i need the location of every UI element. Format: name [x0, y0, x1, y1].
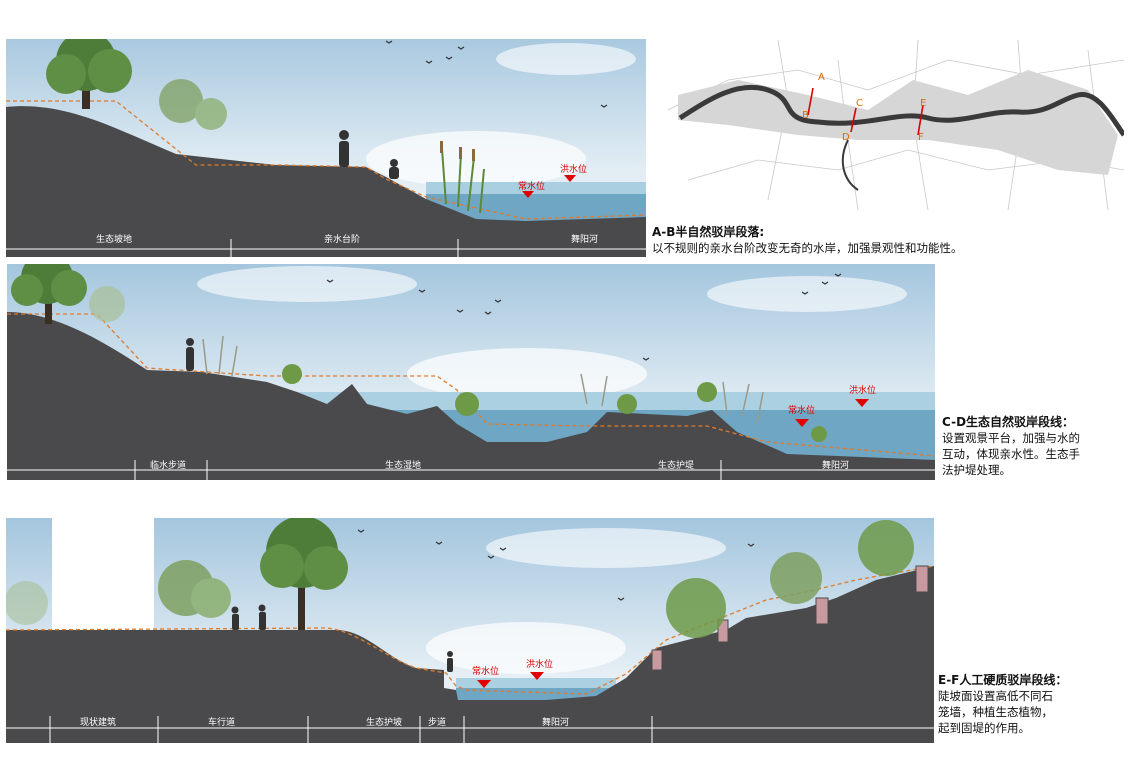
location-map: A B C D E F [668, 40, 1124, 210]
section-cd-description: C-D生态自然驳岸段线： 设置观景平台，加强与水的 互动，体现亲水性。生态手 法… [942, 414, 1132, 478]
tree [46, 39, 132, 109]
tree [159, 79, 227, 130]
section-cd-panel: 常水位 洪水位 临水步道 生态湿地 生态护堤 舞阳河 [7, 264, 935, 480]
flood-level-label: 洪水位 [849, 384, 876, 396]
river [678, 84, 1124, 137]
section-cd-body-line: 设置观景平台，加强与水的 [942, 431, 1080, 445]
tree [260, 518, 348, 630]
zone-label: 舞阳河 [571, 233, 598, 245]
birds [326, 273, 842, 361]
design-dash-line [6, 565, 934, 695]
section-cd-body-line: 互动，体现亲水性。生态手 [942, 447, 1080, 461]
zone-label: 生态护坡 [366, 716, 402, 728]
reed-heads [440, 141, 475, 161]
section-ab-title: A-B半自然驳岸段落: [652, 225, 765, 239]
zone-label: 临水步道 [150, 459, 186, 471]
zone-label: 现状建筑 [80, 716, 116, 728]
zone-label: 生态湿地 [385, 459, 421, 471]
section-arrows [807, 87, 924, 136]
section-ab-panel: 常水位 洪水位 生态坡地 亲水台阶 舞阳河 [6, 39, 646, 257]
zone-label: 舞阳河 [822, 459, 849, 471]
section-ef-panel: 常水位 洪水位 现状建筑 车行道 生态护坡 步道 舞阳河 [6, 518, 934, 743]
ground-profile [6, 566, 934, 743]
reeds [441, 148, 485, 214]
map-marker: E [920, 98, 926, 109]
existing-building [52, 518, 154, 630]
river-water-surface [287, 392, 935, 410]
flood-level-label: 洪水位 [560, 163, 587, 175]
birds [357, 529, 755, 601]
person-silhouette [186, 338, 194, 371]
river-water-surface [456, 678, 616, 688]
reeds [202, 335, 764, 425]
section-ef-body-line: 起到固堤的作用。 [938, 721, 1030, 735]
section-ab-body: 以不规则的亲水台阶改变无奇的水岸，加强景观性和功能性。 [652, 241, 963, 255]
flood-level-marker [855, 399, 869, 407]
urban-area [678, 70, 1118, 175]
person-silhouette [231, 604, 453, 672]
section-ef-title: E-F人工硬质驳岸段线： [938, 673, 1068, 687]
section-ef-body-line: 陡坡面设置高低不同石 [938, 689, 1053, 703]
normal-level-marker [522, 191, 534, 198]
zone-label: 亲水台阶 [324, 233, 360, 245]
normal-level-marker [795, 419, 809, 427]
normal-level-label: 常水位 [788, 404, 815, 416]
zone-label: 生态坡地 [96, 233, 132, 245]
person-silhouette [339, 130, 399, 179]
ground-profile [7, 312, 935, 480]
zone-label: 步道 [428, 716, 446, 728]
flood-level-label: 洪水位 [526, 658, 553, 670]
map-marker: B [802, 110, 809, 121]
shrubs [282, 364, 827, 442]
section-ef-body-line: 笼墙，种植生态植物， [938, 705, 1053, 719]
design-dash-line [7, 313, 935, 457]
zone-label: 车行道 [208, 716, 235, 728]
normal-level-label: 常水位 [472, 665, 499, 677]
zone-label: 舞阳河 [542, 716, 569, 728]
zone-label: 生态护堤 [658, 459, 694, 471]
map-marker: C [856, 98, 863, 109]
section-cd-body-line: 法护堤处理。 [942, 463, 1011, 477]
map-marker: F [918, 132, 924, 143]
map-marker: A [818, 72, 825, 83]
section-ef-description: E-F人工硬质驳岸段线： 陡坡面设置高低不同石 笼墙，种植生态植物， 起到固堤的… [938, 672, 1133, 736]
normal-level-label: 常水位 [518, 180, 545, 192]
flood-level-marker [530, 672, 544, 680]
normal-level-marker [477, 680, 491, 688]
cloud [426, 622, 626, 674]
section-cd-title: C-D生态自然驳岸段线： [942, 415, 1075, 429]
gabion-wall [651, 565, 929, 671]
cloud [407, 348, 647, 400]
cloud [707, 276, 907, 312]
section-ab-description: A-B半自然驳岸段落: 以不规则的亲水台阶改变无奇的水岸，加强景观性和功能性。 [652, 224, 1132, 256]
tree [11, 264, 125, 324]
map-marker: D [842, 132, 850, 143]
cloud [366, 131, 586, 187]
cloud [197, 266, 417, 302]
flood-level-marker [564, 175, 576, 182]
tributary [841, 139, 859, 191]
ground-profile [6, 106, 646, 257]
cloud [486, 528, 726, 568]
tree [6, 520, 914, 638]
cloud [496, 43, 636, 75]
birds [385, 40, 608, 108]
